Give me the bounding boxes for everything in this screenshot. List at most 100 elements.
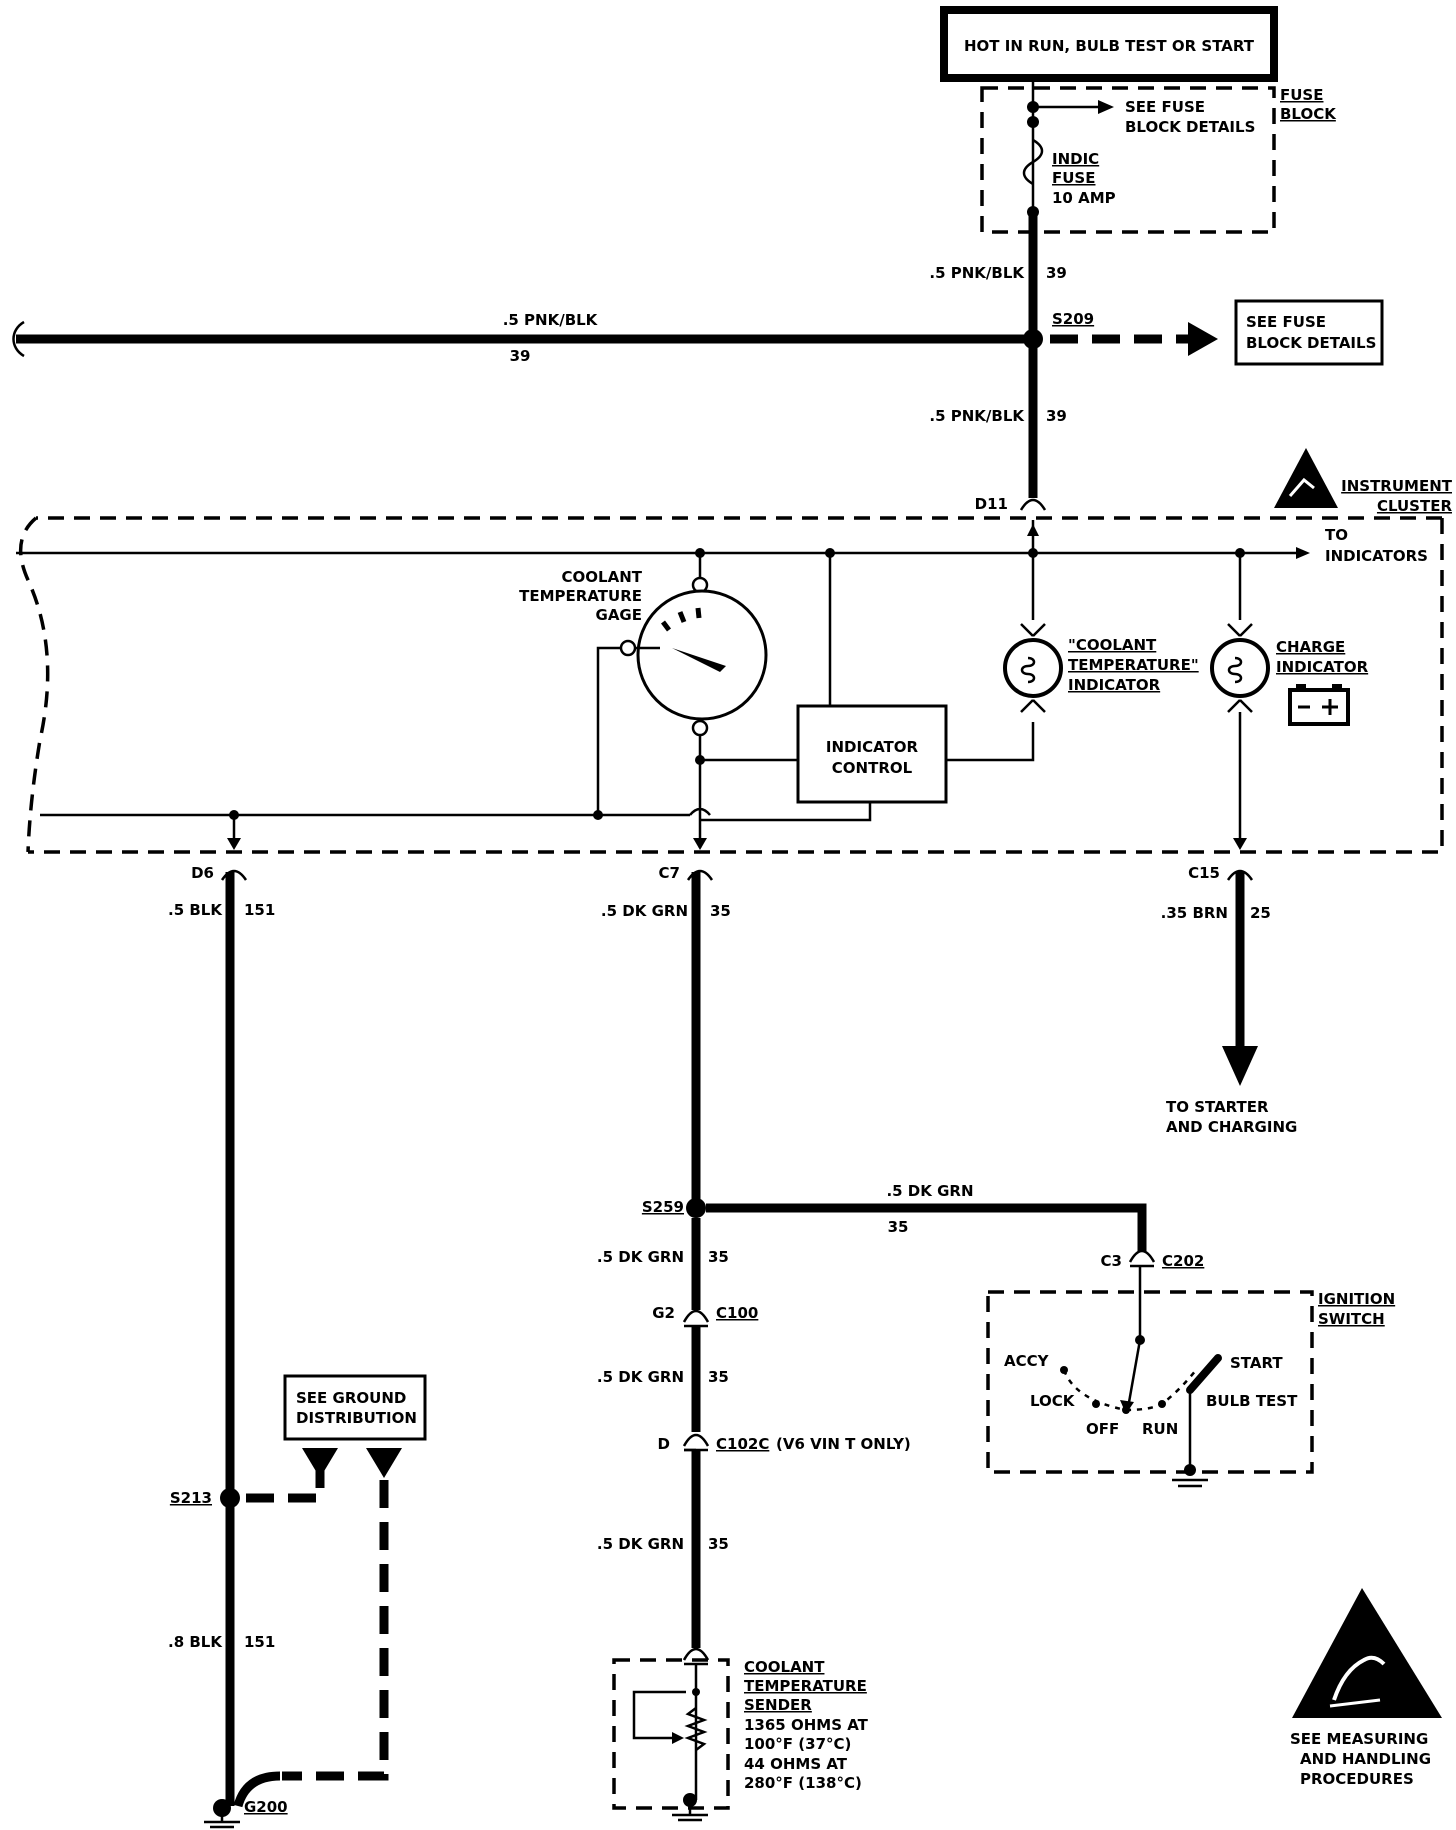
splice-s259-dot xyxy=(686,1198,706,1218)
wire-c100-c102-color: .5 DK GRN xyxy=(597,1368,684,1386)
sender-label-1: COOLANT xyxy=(744,1658,825,1676)
ground-g200-dot xyxy=(213,1799,231,1817)
wire-s259-c100-color: .5 DK GRN xyxy=(597,1248,684,1266)
fuse-see-details-1: SEE FUSE xyxy=(1125,98,1205,116)
sender-label-2: TEMPERATURE xyxy=(744,1677,867,1695)
starter-label-2: AND CHARGING xyxy=(1166,1118,1297,1136)
fuse-see-details-2: BLOCK DETAILS xyxy=(1125,118,1255,136)
wire-c7-circuit: 35 xyxy=(710,902,731,920)
battery-icon xyxy=(1288,684,1350,726)
ignition-accy: ACCY xyxy=(1004,1352,1050,1370)
esd-note-1: SEE MEASURING xyxy=(1290,1730,1428,1748)
coolant-indicator-bulb-icon xyxy=(1003,638,1063,698)
fuse-block-title-1: FUSE xyxy=(1280,86,1323,104)
wire-left-circuit: 39 xyxy=(510,347,531,365)
wire-c15-circuit: 25 xyxy=(1250,904,1271,922)
connector-c100-icon xyxy=(682,1309,710,1323)
ground-icon xyxy=(204,1812,240,1829)
ground-g200: G200 xyxy=(244,1798,288,1816)
indicator-control-box xyxy=(796,704,948,804)
fuse-block: FUSE BLOCK SEE FUSE BLOCK DETAILS INDIC … xyxy=(980,78,1337,234)
ignition-run: RUN xyxy=(1142,1420,1178,1438)
arrow-down-icon xyxy=(302,1448,338,1478)
fuse-name-1: INDIC xyxy=(1052,150,1099,168)
wire-break-icon xyxy=(12,320,25,358)
power-source-label: HOT IN RUN, BULB TEST OR START xyxy=(964,37,1255,55)
charge-indicator-bulb-icon xyxy=(1210,638,1270,698)
ignition-off: OFF xyxy=(1086,1420,1119,1438)
wire-d6-color: .5 BLK xyxy=(168,901,223,919)
coolant-gage-icon xyxy=(636,589,768,721)
charge-label-1: CHARGE xyxy=(1276,638,1345,656)
wire-35-ignition xyxy=(706,1203,1147,1252)
ignition-bulb-test: BULB TEST xyxy=(1206,1392,1298,1410)
esd-warning-icon xyxy=(1274,448,1338,508)
sender-spec-2: 100°F (37°C) xyxy=(744,1735,851,1753)
esd-note-3: PROCEDURES xyxy=(1300,1770,1414,1788)
ground-dist-1: SEE GROUND xyxy=(296,1389,406,1407)
splice-s213-dot xyxy=(220,1488,240,1508)
charge-label-2: INDICATOR xyxy=(1276,658,1369,676)
connector-c202-icon xyxy=(1128,1249,1156,1263)
wire-s259-ign-circuit: 35 xyxy=(888,1218,909,1236)
cluster-title-1: INSTRUMENT xyxy=(1341,477,1453,495)
connector-c102c-icon xyxy=(682,1433,710,1447)
see-fuse-right-2: BLOCK DETAILS xyxy=(1246,334,1376,352)
ignition-start: START xyxy=(1230,1354,1283,1372)
coolant-ind-label-3: INDICATOR xyxy=(1068,676,1161,694)
see-fuse-right-1: SEE FUSE xyxy=(1246,313,1326,331)
connector-d11: D11 xyxy=(975,495,1008,513)
wire-c102-sender-circuit: 35 xyxy=(708,1535,729,1553)
sender-spec-4: 280°F (138°C) xyxy=(744,1774,862,1792)
arrow-down-icon xyxy=(1222,1046,1258,1086)
splice-s259: S259 xyxy=(642,1198,684,1216)
gage-label-2: TEMPERATURE xyxy=(519,587,642,605)
connector-c102c-note: (V6 VIN T ONLY) xyxy=(776,1435,911,1453)
gage-label-1: COOLANT xyxy=(562,568,643,586)
control-label-2: CONTROL xyxy=(832,759,913,777)
instrument-cluster: INSTRUMENT CLUSTER TO INDICATORS COOLANT… xyxy=(16,448,1453,854)
splice-s209-dot xyxy=(1023,329,1043,349)
starter-label-1: TO STARTER xyxy=(1166,1098,1269,1116)
connector-d6: D6 xyxy=(191,864,214,882)
wire-s259-ign-color: .5 DK GRN xyxy=(886,1182,973,1200)
sender-spec-3: 44 OHMS AT xyxy=(744,1755,848,1773)
fuse-block-title-2: BLOCK xyxy=(1280,105,1337,123)
connector-c7: C7 xyxy=(659,864,680,882)
to-indicators-2: INDICATORS xyxy=(1325,547,1428,565)
wire-top-circuit: 39 xyxy=(1046,264,1067,282)
ground-dist-2: DISTRIBUTION xyxy=(296,1409,417,1427)
ignition-lock: LOCK xyxy=(1030,1392,1076,1410)
connector-d6-icon xyxy=(220,869,248,881)
wire-s259-c100-circuit: 35 xyxy=(708,1248,729,1266)
wire-d6-circuit: 151 xyxy=(244,901,275,919)
arrow-right-icon xyxy=(1188,322,1218,356)
wire-c100-c102-circuit: 35 xyxy=(708,1368,729,1386)
connector-c102c: C102C xyxy=(716,1435,769,1453)
wire-mid-color: .5 PNK/BLK xyxy=(929,407,1025,425)
connector-c7-icon xyxy=(686,869,714,881)
gage-label-3: GAGE xyxy=(596,606,642,624)
coolant-temperature-sender xyxy=(612,1658,730,1822)
wire-mid-circuit: 39 xyxy=(1046,407,1067,425)
connector-c100: C100 xyxy=(716,1304,758,1322)
wire-ground-circuit: 151 xyxy=(244,1633,275,1651)
fuse-rating: 10 AMP xyxy=(1052,189,1116,207)
connector-d11-icon xyxy=(1019,498,1047,511)
splice-s209: S209 xyxy=(1052,310,1094,328)
ignition-title-1: IGNITION xyxy=(1318,1290,1395,1308)
wire-c7-color: .5 DK GRN xyxy=(601,902,688,920)
sender-spec-1: 1365 OHMS AT xyxy=(744,1716,869,1734)
fuse-icon xyxy=(1022,138,1044,186)
connector-c15-icon xyxy=(1226,869,1254,881)
arrow-right-icon xyxy=(1098,100,1114,114)
connector-c3: C3 xyxy=(1101,1252,1122,1270)
ignition-title-2: SWITCH xyxy=(1318,1310,1385,1328)
to-indicators-1: TO xyxy=(1325,526,1348,544)
sender-label-3: SENDER xyxy=(744,1696,812,1714)
connector-d: D xyxy=(658,1435,670,1453)
control-label-1: INDICATOR xyxy=(826,738,919,756)
wire-left-color: .5 PNK/BLK xyxy=(503,311,599,329)
connector-c15: C15 xyxy=(1188,864,1220,882)
